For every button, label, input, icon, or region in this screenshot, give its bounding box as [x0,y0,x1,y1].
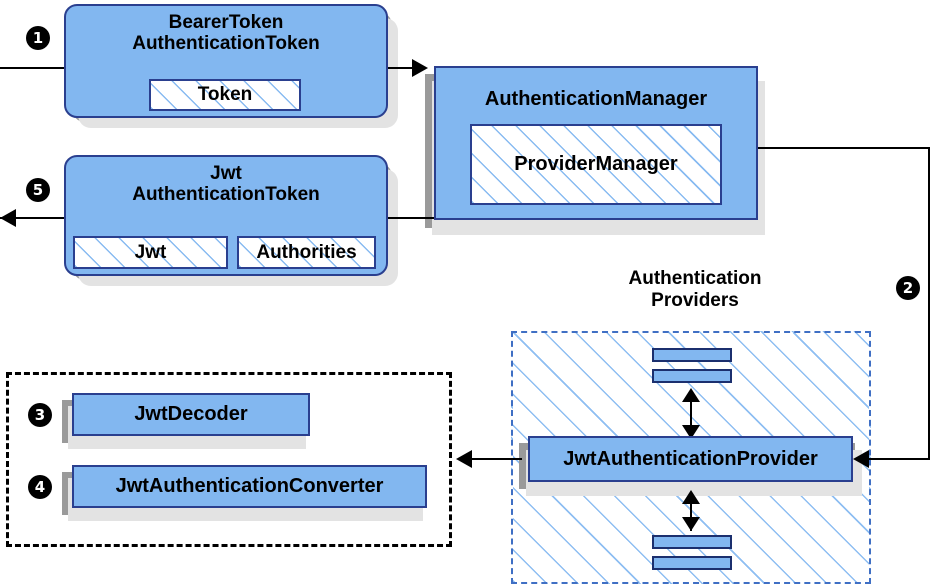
connector-right-rail-vertical [928,147,930,459]
jwt-authentication-converter-label: JwtAuthenticationConverter [115,475,384,498]
arrow-bottom-double-down-icon [682,517,700,531]
provider-placeholder-bar-bottom-1 [652,535,732,549]
connector-outbound-response [0,217,68,219]
node-jwt-authentication-converter[interactable]: JwtAuthenticationConverter [72,465,427,508]
provider-placeholder-bar-bottom-2 [652,556,732,570]
authentication-providers-caption-line1: Authentication [628,268,762,289]
inner-box-authorities[interactable]: Authorities [237,236,376,269]
badge-step-5: 5 [26,178,50,202]
inner-box-token[interactable]: Token [149,79,301,111]
badge-step-1: 1 [26,26,50,50]
inner-box-authorities-label: Authorities [256,241,357,263]
provider-placeholder-bar-top-2 [652,369,732,383]
jwt-token-label-line1: Jwt [210,163,242,184]
arrow-outbound-response-icon [0,209,16,227]
inner-box-jwt-label: Jwt [134,241,167,263]
arrow-top-double-down-icon [682,425,700,439]
arrow-bottom-double-up-icon [682,490,700,504]
inner-box-provider-manager-label: ProviderManager [514,153,678,175]
connector-bottom-double-arrow-stem [690,494,692,531]
inner-box-jwt[interactable]: Jwt [73,236,228,269]
authentication-providers-caption-line2: Providers [651,289,739,311]
connector-inbound-request [0,67,66,69]
arrow-provider-to-support-icon [456,450,472,468]
inner-box-token-label: Token [197,84,253,105]
badge-step-3: 3 [28,403,52,427]
arrow-top-double-up-icon [682,388,700,402]
arrow-bearer-to-manager-icon [412,59,428,77]
jwt-token-label-line2: AuthenticationToken [132,184,320,206]
jwt-decoder-label: JwtDecoder [134,403,248,426]
region-jwt-support [6,372,452,547]
connector-manager-right-rail [758,147,930,149]
connector-top-double-arrow-stem [690,392,692,439]
arrow-rail-to-provider-icon [853,450,869,468]
authentication-providers-caption: Authentication Providers [570,268,820,312]
jwt-authentication-provider-label: JwtAuthenticationProvider [563,447,818,470]
node-jwt-decoder[interactable]: JwtDecoder [72,393,310,436]
connector-bearer-to-manager [388,67,416,69]
bearer-token-label-line2: AuthenticationToken [132,33,320,55]
connector-provider-to-support [470,458,522,460]
inner-box-provider-manager[interactable]: ProviderManager [470,124,722,205]
badge-step-4: 4 [28,475,52,499]
badge-step-2: 2 [896,276,920,300]
bearer-token-label-line1: BearerToken [168,12,284,33]
connector-manager-to-jwt-token [388,217,436,219]
node-jwt-authentication-provider[interactable]: JwtAuthenticationProvider [528,436,853,482]
authentication-manager-label: AuthenticationManager [484,88,708,110]
provider-placeholder-bar-top-1 [652,348,732,362]
connector-rail-to-provider [869,458,930,460]
